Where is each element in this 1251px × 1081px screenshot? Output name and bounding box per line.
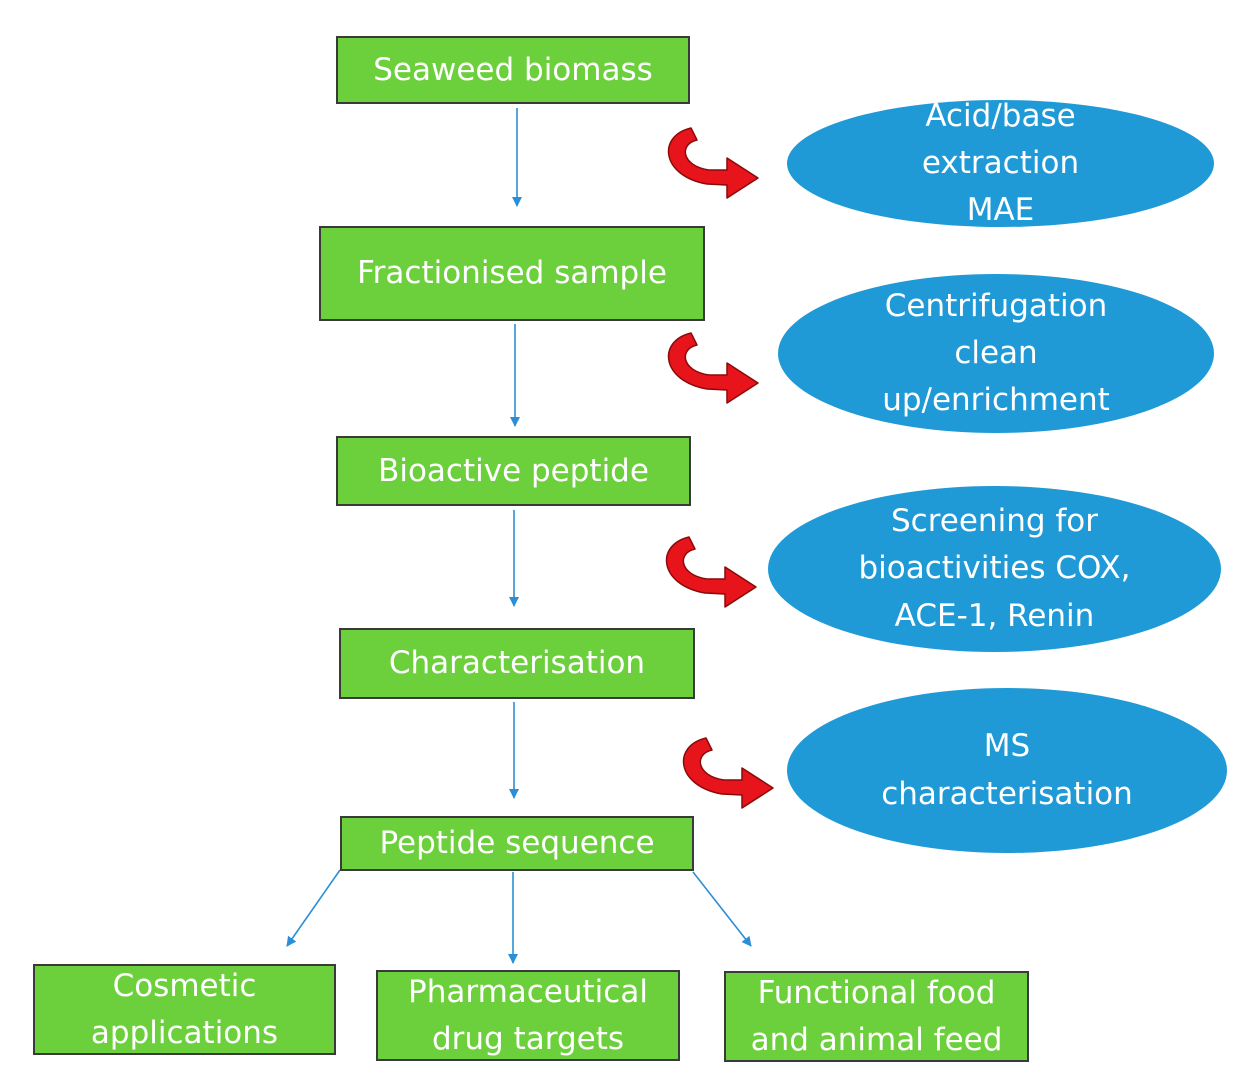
arrow-sequence-to-functional-food	[692, 871, 752, 947]
process-screening: Screening for bioactivities COX, ACE-1, …	[768, 486, 1221, 652]
step-fractionised-sample: Fractionised sample	[319, 226, 705, 321]
process-line: clean	[954, 334, 1038, 371]
output-line: Pharmaceutical	[408, 974, 648, 1010]
output-line: applications	[90, 1014, 279, 1051]
process-line: MS	[983, 728, 1031, 765]
output-pharmaceutical-drug-targets: Pharmaceutical drug targets	[376, 970, 680, 1061]
loop-arrow-icon	[667, 332, 759, 404]
step-label: Bioactive peptide	[378, 452, 649, 489]
arrow-sequence-to-cosmetic	[286, 869, 341, 947]
process-line: MAE	[966, 192, 1035, 229]
output-line: drug targets	[431, 1020, 624, 1057]
output-line: Functional food	[757, 975, 996, 1011]
output-functional-food: Functional food and animal feed	[724, 971, 1029, 1062]
step-label: Characterisation	[388, 645, 646, 682]
step-peptide-sequence: Peptide sequence	[340, 816, 694, 871]
step-seaweed-biomass: Seaweed biomass	[336, 36, 690, 104]
output-cosmetic-applications: Cosmetic applications	[33, 964, 336, 1055]
process-ms-characterisation: MS characterisation	[787, 688, 1227, 853]
process-line: characterisation	[881, 775, 1133, 812]
loop-arrow-icon	[665, 536, 757, 608]
step-characterisation: Characterisation	[339, 628, 695, 699]
process-line: ACE-1, Renin	[894, 597, 1095, 634]
process-line: Acid/base	[925, 97, 1076, 134]
step-bioactive-peptide: Bioactive peptide	[336, 436, 691, 506]
process-line: up/enrichment	[882, 382, 1110, 419]
process-extraction: Acid/base extraction MAE	[787, 98, 1214, 228]
process-line: extraction	[921, 144, 1080, 181]
process-line: Screening for	[891, 503, 1098, 540]
loop-arrow-icon	[667, 127, 759, 199]
step-label: Seaweed biomass	[373, 51, 653, 88]
output-line: Cosmetic	[112, 968, 257, 1004]
process-line: Centrifugation	[884, 287, 1108, 324]
step-label: Peptide sequence	[379, 825, 655, 862]
loop-arrow-icon	[682, 737, 774, 809]
step-label: Fractionised sample	[357, 255, 667, 292]
process-line: bioactivities COX,	[858, 550, 1131, 587]
output-line: and animal feed	[750, 1021, 1003, 1058]
process-centrifugation: Centrifugation clean up/enrichment	[778, 274, 1214, 433]
